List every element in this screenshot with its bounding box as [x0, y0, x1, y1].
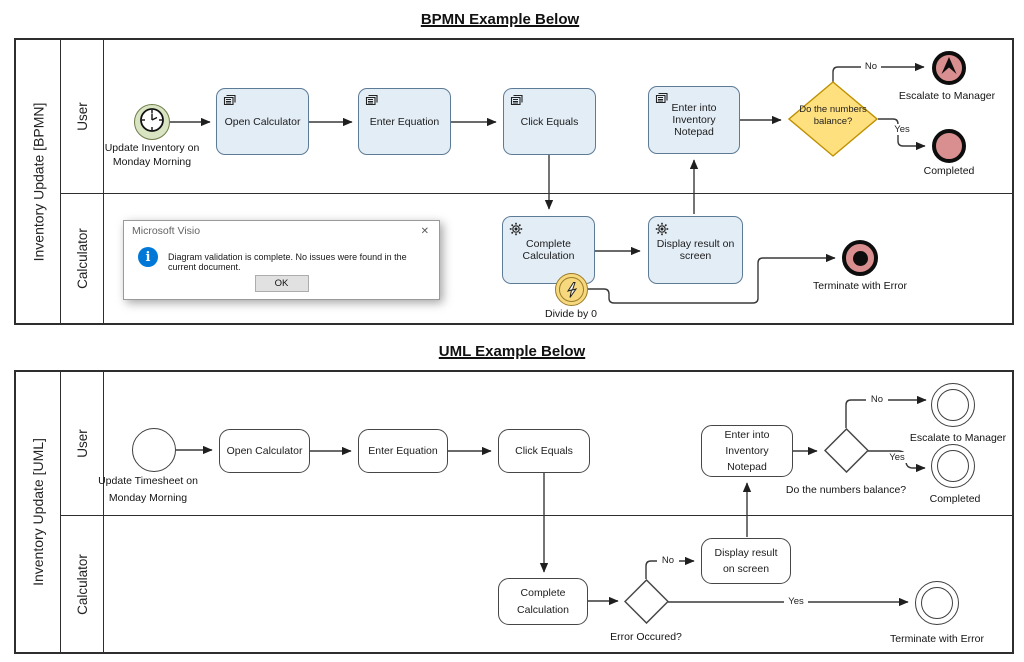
dialog-titlebar: Microsoft Visio ✕ — [124, 221, 439, 241]
bpmn-task-click-equals: Click Equals — [503, 88, 596, 155]
bpmn-lane-calculator: Calculator — [61, 193, 1012, 323]
decision-diamond-shape — [623, 578, 670, 625]
bpmn-task-open-calculator: Open Calculator — [216, 88, 309, 155]
uml-completed-label: Completed — [929, 493, 981, 505]
uml-user-edge-label-yes: Yes — [885, 452, 909, 463]
bpmn-end-event-completed — [932, 129, 966, 163]
dialog-message: Diagram validation is complete. No issue… — [168, 252, 407, 272]
bpmn-terminate-event — [842, 240, 878, 276]
uml-task-enter-inventory-notepad: Enter into Inventory Notepad — [701, 425, 793, 477]
error-bolt-icon — [559, 277, 584, 302]
task-label: Enter Equation — [369, 115, 440, 128]
bpmn-lane-user: User — [61, 40, 1012, 193]
bpmn-boundary-label: Divide by 0 — [545, 308, 597, 320]
task-label: Complete Calculation — [517, 587, 569, 616]
bpmn-task-enter-equation: Enter Equation — [358, 88, 451, 155]
task-label: Open Calculator — [224, 115, 301, 128]
uml-lane-calculator-label: Calculator — [74, 553, 90, 615]
task-label: Complete Calculation — [522, 238, 575, 262]
task-label: Display result on screen — [714, 546, 778, 575]
uml-error-question-label: Error Occured? — [610, 631, 682, 643]
uml-final-completed — [931, 444, 975, 488]
bpmn-end-event-escalate — [932, 51, 966, 85]
uml-lane-calculator: Calculator — [61, 515, 1012, 652]
uml-decision-error-occured — [623, 578, 670, 629]
user-task-icon — [655, 92, 669, 107]
bpmn-task-enter-inventory-notepad: Enter into Inventory Notepad — [648, 86, 740, 154]
bpmn-section-title: BPMN Example Below — [420, 11, 580, 28]
uml-start-node — [132, 428, 176, 472]
bpmn-terminate-label: Terminate with Error — [813, 280, 907, 292]
uml-task-click-equals: Click Equals — [498, 429, 590, 473]
info-icon: i — [138, 247, 158, 267]
final-node-inner-ring — [937, 450, 969, 482]
user-task-icon — [365, 94, 379, 109]
task-label: Enter into Inventory Notepad — [724, 428, 770, 474]
bpmn-edge-label-no: No — [861, 61, 881, 72]
bpmn-task-complete-calculation: Complete Calculation — [502, 216, 595, 284]
final-node-inner-ring — [937, 389, 969, 421]
task-label: Display result on screen — [656, 238, 735, 262]
visio-validation-dialog: Microsoft Visio ✕ i Diagram validation i… — [123, 220, 440, 300]
gateway-diamond-shape — [787, 81, 879, 157]
uml-balance-question-label: Do the numbers balance? — [785, 484, 907, 496]
timer-clock-icon — [139, 107, 165, 138]
user-task-icon — [510, 94, 524, 109]
uml-terminate-label: Terminate with Error — [890, 633, 984, 645]
uml-lane-user: User — [61, 372, 1012, 515]
bpmn-boundary-event-divide-by-zero — [555, 273, 588, 306]
uml-section-title: UML Example Below — [438, 343, 586, 360]
uml-calc-edge-label-no: No — [657, 555, 679, 566]
task-label: Open Calculator — [226, 444, 303, 457]
uml-task-open-calculator: Open Calculator — [219, 429, 310, 473]
uml-pool-label: Inventory Update [UML] — [30, 438, 47, 586]
uml-task-complete-calculation: Complete Calculation — [498, 578, 588, 625]
bpmn-escalate-label: Escalate to Manager — [898, 90, 996, 102]
service-gear-icon — [655, 222, 669, 239]
task-label: Enter Equation — [368, 444, 438, 457]
uml-lane-user-label: User — [74, 429, 90, 458]
dialog-title: Microsoft Visio — [132, 225, 201, 237]
bpmn-pool-label-cell: Inventory Update [BPMN] — [16, 40, 61, 323]
bpmn-edge-label-yes: Yes — [891, 124, 913, 135]
uml-calc-edge-label-yes: Yes — [784, 596, 808, 607]
uml-final-escalate — [931, 383, 975, 427]
task-label: Enter into Inventory Notepad — [671, 102, 717, 138]
uml-final-terminate — [915, 581, 959, 625]
terminate-dot-icon — [852, 250, 868, 266]
final-node-inner-ring — [921, 587, 953, 619]
bpmn-completed-label: Completed — [923, 165, 975, 177]
uml-task-enter-equation: Enter Equation — [358, 429, 448, 473]
user-task-icon — [223, 94, 237, 109]
uml-start-label: Update Timesheet on Monday Morning — [98, 475, 198, 504]
bpmn-start-event-label: Update Inventory on Monday Morning — [104, 142, 200, 169]
bpmn-lane-calculator-label: Calculator — [74, 228, 90, 289]
bpmn-pool-label: Inventory Update [BPMN] — [30, 102, 46, 261]
close-icon[interactable]: ✕ — [420, 225, 429, 237]
task-label: Click Equals — [520, 115, 579, 128]
decision-diamond-shape — [823, 427, 870, 474]
bpmn-start-timer-event — [134, 104, 170, 140]
escalation-arrow-icon — [938, 55, 960, 82]
bpmn-lane-user-label: User — [74, 102, 90, 131]
uml-escalate-label: Escalate to Manager — [909, 432, 1007, 444]
gateway-label: Do the numbers balance? — [799, 104, 867, 128]
uml-user-edge-label-no: No — [866, 394, 888, 405]
ok-button[interactable]: OK — [254, 275, 309, 292]
uml-decision-numbers-balance — [823, 427, 870, 478]
bpmn-task-display-result: Display result on screen — [648, 216, 743, 284]
service-gear-icon — [509, 222, 523, 239]
task-label: Click Equals — [515, 444, 573, 457]
uml-task-display-result: Display result on screen — [701, 538, 791, 584]
bpmn-gateway-numbers-balance: Do the numbers balance? — [787, 81, 879, 157]
uml-pool-label-cell: Inventory Update [UML] — [16, 372, 61, 652]
